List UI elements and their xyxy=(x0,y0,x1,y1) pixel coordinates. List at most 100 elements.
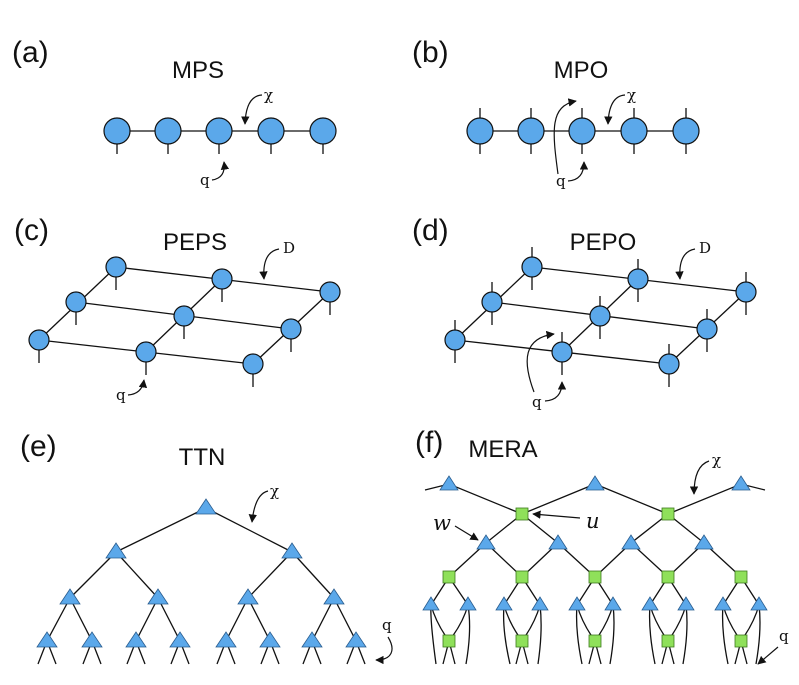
mera-disentangler xyxy=(515,634,529,648)
ttn-tensor xyxy=(237,588,259,605)
mpo-tensor xyxy=(466,117,494,145)
mera-isometry xyxy=(694,534,714,550)
mera-disentangler xyxy=(515,570,529,584)
ttn-bond xyxy=(205,507,293,553)
peps-tensor xyxy=(242,353,264,375)
mera-isometry xyxy=(568,596,586,611)
mps-chain xyxy=(103,117,337,154)
ttn-bond xyxy=(115,551,159,599)
panel-ttn: (e) TTN xyxy=(20,430,393,665)
mera-disentangler xyxy=(734,570,748,584)
mera-isometry xyxy=(476,534,496,550)
mpo-physical-arrow-upper xyxy=(553,98,577,175)
mpo-physical-arrow-lower xyxy=(567,161,589,182)
mpo-tensor xyxy=(620,117,648,145)
ttn-tensor xyxy=(345,631,367,648)
mera-bond-label: χ xyxy=(712,451,721,469)
mera-isometry xyxy=(531,596,549,611)
ttn-bond xyxy=(69,597,93,642)
ttn-tensor xyxy=(215,631,237,648)
peps-tensor xyxy=(135,341,157,363)
ttn-bond xyxy=(247,551,293,599)
mera-isometry-arrow xyxy=(454,525,479,541)
mera-disentangler xyxy=(661,507,675,521)
mera-physical-arrow xyxy=(757,646,779,665)
mera-isometry-label: w xyxy=(433,511,451,535)
mpo-tensor xyxy=(517,117,545,145)
ttn-tree xyxy=(36,498,367,665)
mps-tensor xyxy=(309,117,337,145)
mps-tensor xyxy=(257,117,285,145)
panel-label-f: (f) xyxy=(415,426,443,459)
ttn-bond xyxy=(115,507,207,553)
ttn-bond xyxy=(135,597,159,642)
mera-bond-arrow xyxy=(689,460,710,495)
ttn-physical-label: q xyxy=(382,616,392,634)
mera-physical-legs xyxy=(430,604,761,665)
peps-physical-label: q xyxy=(116,386,126,404)
mera-isometry xyxy=(495,596,513,611)
panel-title-mera: MERA xyxy=(468,436,537,463)
mera-isometry xyxy=(621,534,641,550)
ttn-bond-arrow xyxy=(248,490,269,523)
panel-title-ttn: TTN xyxy=(179,444,226,471)
ttn-bond xyxy=(69,551,117,599)
peps-tensor xyxy=(211,268,233,290)
mera-disentangler xyxy=(588,570,602,584)
mps-tensor xyxy=(205,117,233,145)
pepo-tensor xyxy=(627,268,649,290)
mpo-tensor xyxy=(672,117,700,145)
ttn-tensor xyxy=(281,542,303,559)
mera-bond xyxy=(430,604,760,642)
pepo-physical-arrow-upper xyxy=(526,330,555,393)
mpo-chain xyxy=(466,108,700,154)
mera-disentangler xyxy=(515,507,529,521)
ttn-bond xyxy=(311,597,335,642)
panel-pepo: (d) PEPO D xyxy=(412,214,757,411)
panel-mps: (a) MPS χ q xyxy=(12,36,337,189)
pepo-tensor xyxy=(589,305,611,327)
peps-tensor xyxy=(105,256,127,278)
peps-tensor xyxy=(319,281,341,303)
pepo-grid xyxy=(444,247,757,387)
mpo-bond-label: χ xyxy=(627,86,636,104)
mera-isometry xyxy=(604,596,622,611)
mps-physical-label: q xyxy=(200,171,210,189)
ttn-bond-label: χ xyxy=(270,482,279,500)
panel-label-a: (a) xyxy=(12,36,49,69)
peps-tensor xyxy=(280,318,302,340)
panel-peps: (c) PEPS xyxy=(14,214,341,404)
peps-bond-arrow xyxy=(259,248,280,280)
panel-label-b: (b) xyxy=(412,36,449,69)
mps-bond-arrow xyxy=(241,94,263,125)
peps-tensor xyxy=(65,291,87,313)
panel-mpo: (b) MPO χ q xyxy=(412,36,700,190)
peps-bond-label: D xyxy=(283,239,295,257)
mera-disentangler xyxy=(661,634,675,648)
mera-disentangler xyxy=(442,634,456,648)
ttn-tensor xyxy=(105,542,127,559)
mera-isometry xyxy=(585,475,605,491)
ttn-bond xyxy=(225,597,249,642)
mps-tensor xyxy=(103,117,131,145)
mera-isometry xyxy=(422,596,440,611)
mpo-physical-label: q xyxy=(556,172,566,190)
mps-tensor xyxy=(154,117,182,145)
pepo-tensor xyxy=(735,281,757,303)
ttn-tensor xyxy=(81,631,103,648)
mps-bond-label: χ xyxy=(264,86,273,104)
pepo-tensor xyxy=(521,256,543,278)
peps-tensor xyxy=(173,305,195,327)
ttn-tensor xyxy=(147,588,169,605)
panel-title-mps: MPS xyxy=(172,57,224,84)
ttn-tensor xyxy=(169,631,191,648)
mera-isometry xyxy=(439,475,459,491)
pepo-physical-arrow-lower xyxy=(544,381,567,402)
ttn-tensor xyxy=(323,588,345,605)
mps-physical-arrow xyxy=(211,161,230,181)
mpo-bond-arrow xyxy=(604,94,626,125)
mera-physical-label: q xyxy=(779,627,789,645)
pepo-bond-arrow xyxy=(675,248,696,280)
mera-isometry xyxy=(677,596,695,611)
